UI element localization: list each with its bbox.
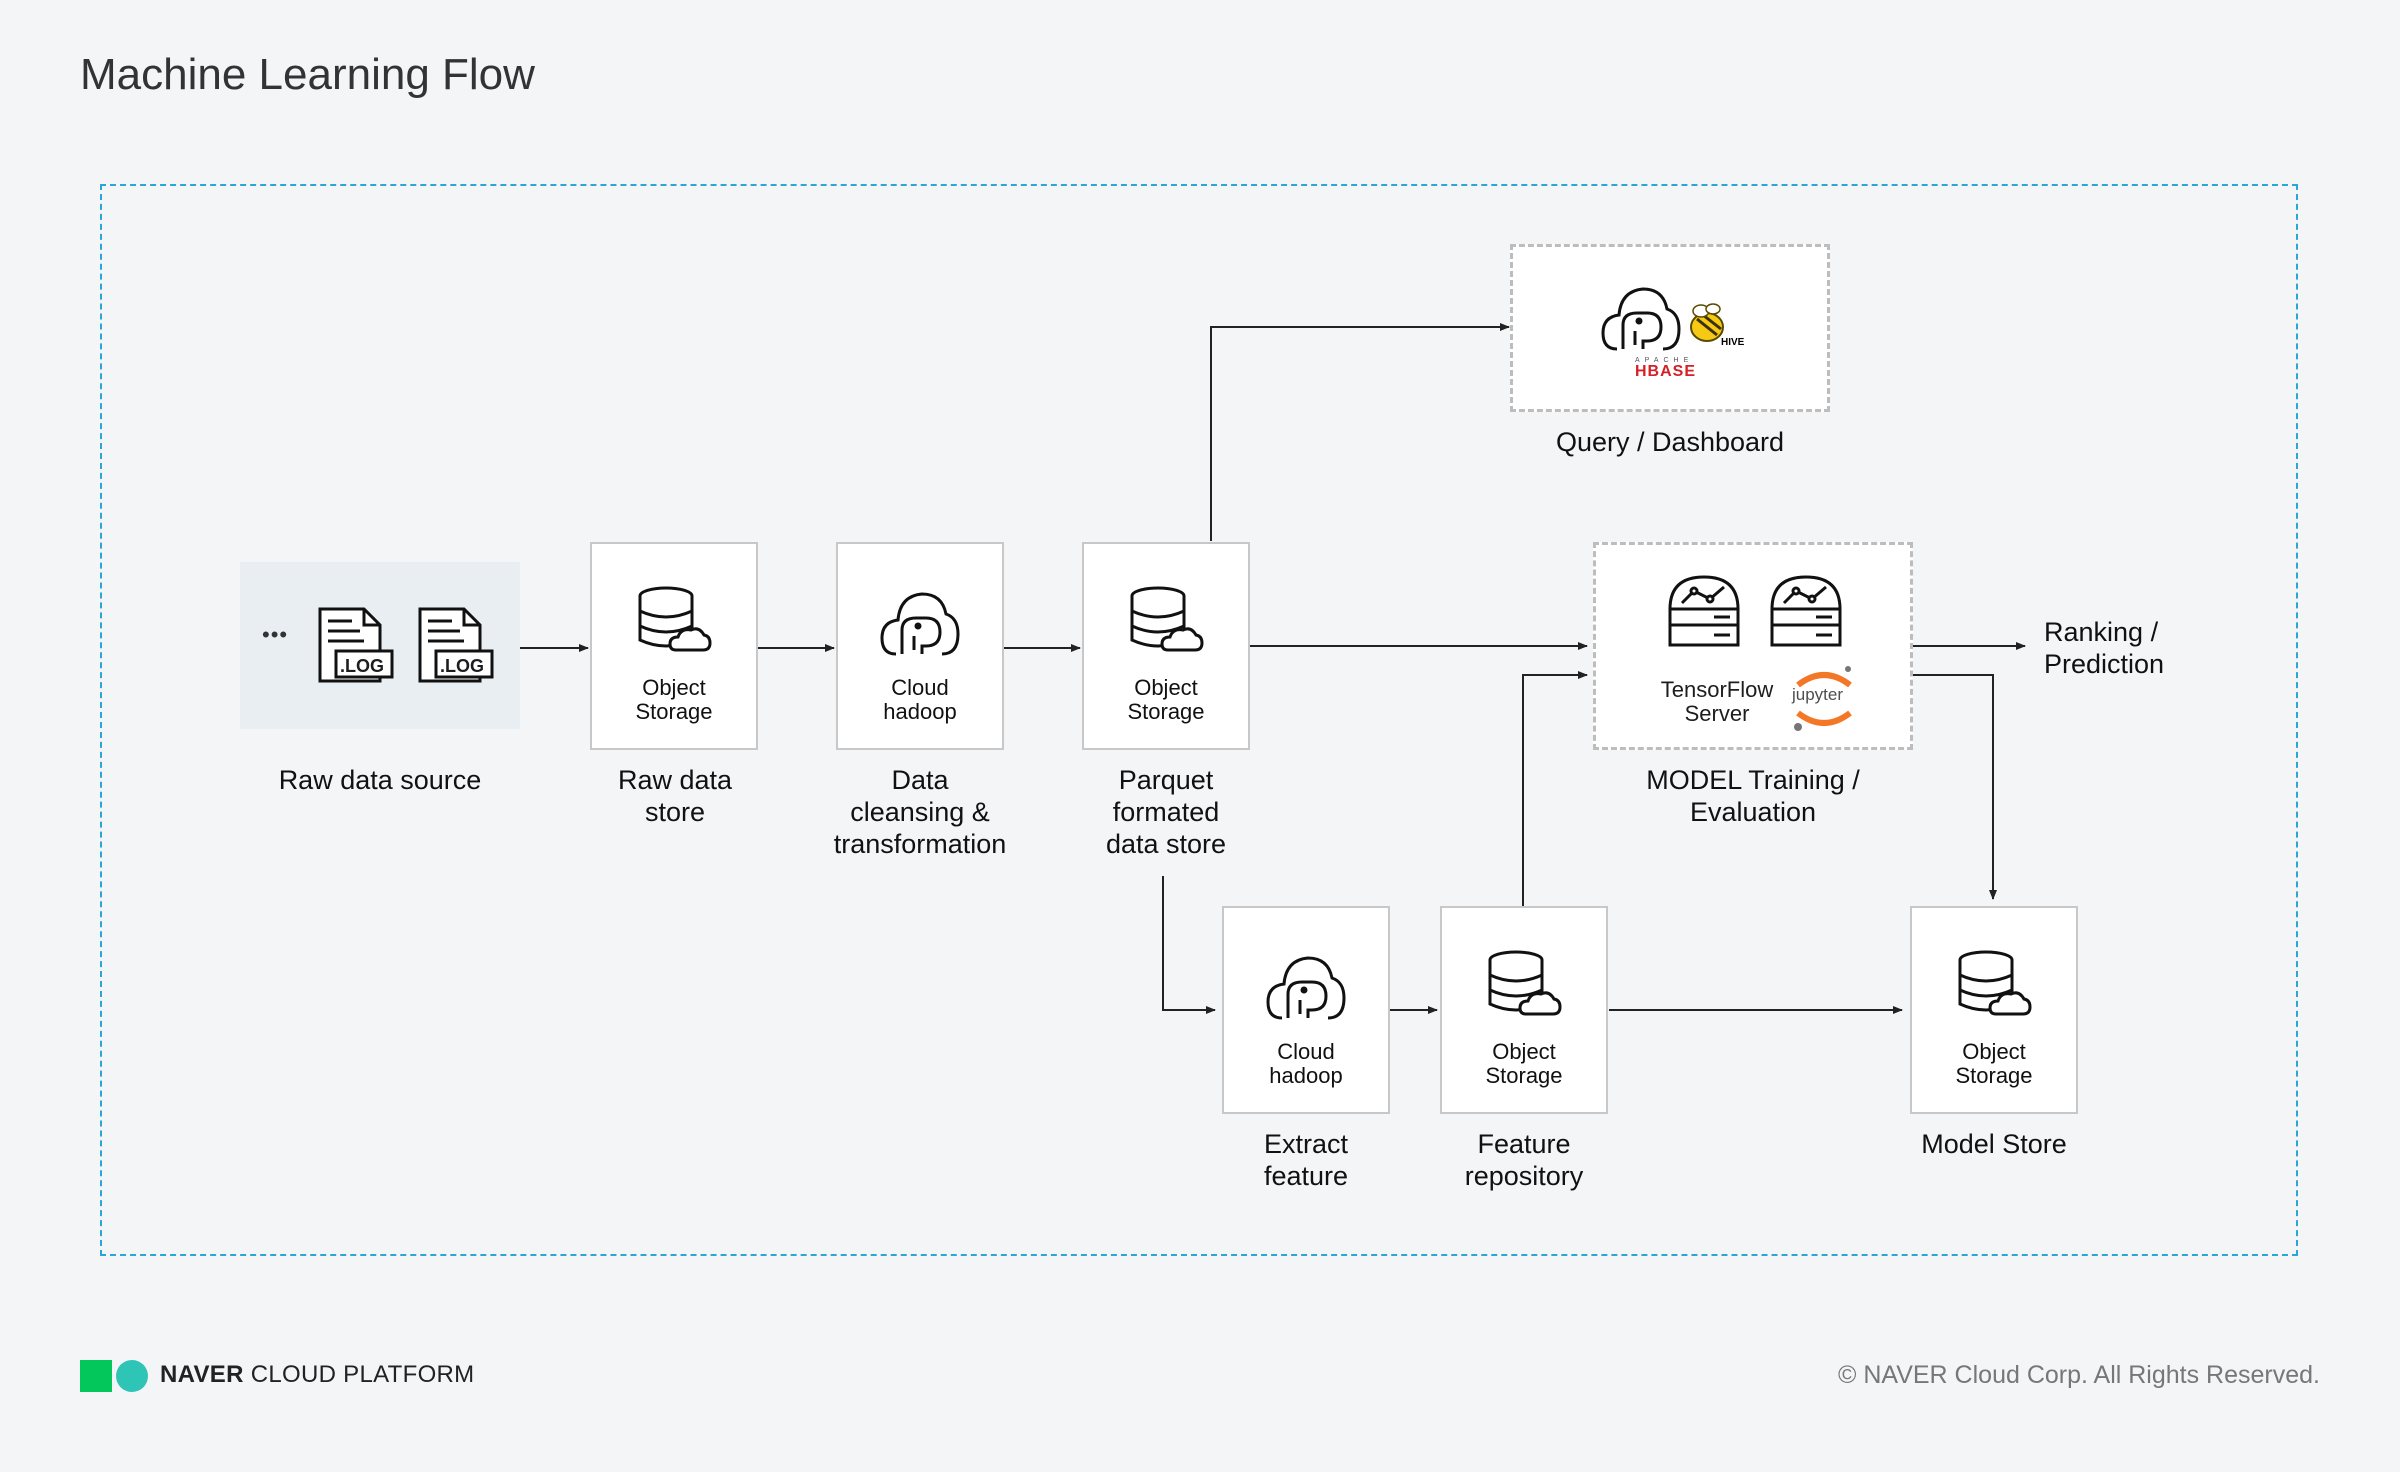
- naver-cloud-logo-icon: [80, 1360, 148, 1392]
- hive-label: HIVE: [1721, 337, 1745, 348]
- jupyter-icon: [1794, 666, 1852, 731]
- raw-data-store-node[interactable]: Object Storage: [590, 542, 758, 750]
- page-title: Machine Learning Flow: [80, 50, 535, 99]
- diagram-frame: [100, 184, 2298, 1256]
- arrow-parquet-to-extract: [1162, 876, 1216, 1014]
- ranking-prediction-caption: Ranking / Prediction: [2044, 617, 2165, 679]
- node-label: Object Storage: [1955, 1039, 2033, 1088]
- server-icon: [1668, 575, 1740, 647]
- query-dashboard-node[interactable]: HIVE APACHE HBASE: [1510, 244, 1830, 412]
- log-file-label: .LOG: [340, 656, 384, 676]
- server-icon: [1770, 575, 1842, 647]
- log-file-label: .LOG: [440, 656, 484, 676]
- log-file-icon: [418, 607, 494, 683]
- feature-repository-caption: Feature repository: [1464, 1129, 1584, 1191]
- arrow-feature-to-training: [1522, 671, 1588, 906]
- copyright-text: © NAVER Cloud Corp. All Rights Reserved.: [1837, 1361, 2320, 1389]
- raw-data-source-panel: ••• .LOG .LOG: [240, 562, 520, 729]
- object-storage-icon: [638, 586, 712, 652]
- jupyter-label: jupyter: [1792, 685, 1844, 704]
- arrow-parquet-to-query: [1210, 323, 1510, 541]
- tensorflow-server-label: TensorFlow Server: [1660, 677, 1774, 726]
- node-label: Cloud hadoop: [883, 675, 957, 724]
- node-label: Object Storage: [1485, 1039, 1563, 1088]
- object-storage-icon: [1488, 950, 1562, 1016]
- feature-repository-node[interactable]: Object Storage: [1440, 906, 1608, 1114]
- data-cleansing-node[interactable]: Cloud hadoop: [836, 542, 1004, 750]
- parquet-store-caption: Parquet formated data store: [1105, 765, 1227, 859]
- query-dashboard-caption: Query / Dashboard: [1555, 427, 1785, 457]
- cloud-hadoop-icon: [880, 592, 960, 656]
- node-label: Object Storage: [635, 675, 713, 724]
- cloud-hadoop-icon: [1601, 287, 1681, 351]
- node-label: Cloud hadoop: [1269, 1039, 1343, 1088]
- ellipsis-text: •••: [262, 622, 289, 647]
- hbase-logo-label: HBASE: [1635, 363, 1697, 380]
- model-store-node[interactable]: Object Storage: [1910, 906, 2078, 1114]
- footer-brand: NAVER CLOUD PLATFORM: [160, 1361, 474, 1389]
- raw-data-source-caption: Raw data source: [278, 765, 482, 795]
- data-cleansing-caption: Data cleansing & transformation: [833, 765, 1007, 859]
- brand-rest: CLOUD PLATFORM: [250, 1361, 475, 1388]
- node-label: Object Storage: [1127, 675, 1205, 724]
- hbase-top-label: APACHE: [1635, 357, 1694, 364]
- log-file-icon: [318, 607, 394, 683]
- model-training-node[interactable]: TensorFlow Server jupyter: [1593, 542, 1913, 750]
- hive-bee-icon: [1690, 303, 1724, 342]
- brand-bold: NAVER: [160, 1361, 244, 1388]
- object-storage-icon: [1130, 586, 1204, 652]
- parquet-store-node[interactable]: Object Storage: [1082, 542, 1250, 750]
- arrow-training-to-model-store: [1913, 674, 1997, 900]
- model-training-caption: MODEL Training / Evaluation: [1646, 765, 1860, 827]
- object-storage-icon: [1958, 950, 2032, 1016]
- raw-data-store-caption: Raw data store: [617, 765, 733, 827]
- cloud-hadoop-icon: [1266, 956, 1346, 1020]
- extract-feature-caption: Extract feature: [1263, 1129, 1349, 1191]
- extract-feature-node[interactable]: Cloud hadoop: [1222, 906, 1390, 1114]
- model-store-caption: Model Store: [1921, 1129, 2067, 1159]
